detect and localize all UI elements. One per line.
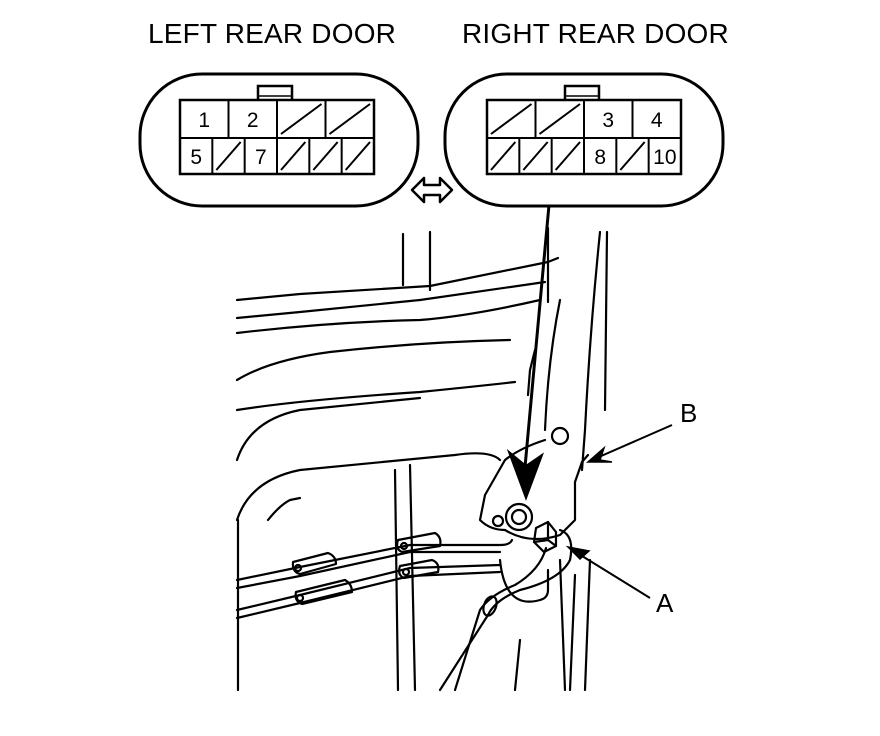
right-connector-pin-4: 4 [651, 109, 663, 132]
left-connector-empty-pin [328, 103, 371, 135]
right-connector-empty-pin [619, 141, 646, 171]
right-connector-empty-pin [490, 141, 517, 171]
callout-a-label: A [656, 588, 674, 618]
double-headed-arrow-icon [410, 176, 454, 204]
callout-a: A [565, 545, 674, 618]
left-connector-pin-5: 5 [190, 146, 202, 169]
door-illustration [235, 226, 609, 692]
connector-pointer-arrow [506, 204, 551, 501]
right-connector-empty-pin [522, 141, 549, 171]
left-connector-empty-pin [280, 141, 307, 171]
left-connector-latch [256, 84, 294, 100]
left-connector-outline [138, 72, 420, 208]
right-connector-pin-10: 10 [653, 146, 676, 169]
left-connector-pin-1: 1 [198, 109, 210, 132]
right-connector-empty-pin [490, 103, 533, 135]
left-rear-door-title: LEFT REAR DOOR [148, 18, 397, 49]
left-connector-empty-pin [215, 141, 242, 171]
left-connector-empty-pin [344, 141, 371, 171]
right-connector-outline [443, 72, 725, 208]
callout-b: B [586, 398, 697, 463]
right-rear-door-title: RIGHT REAR DOOR [462, 18, 729, 49]
connector-pins: 1 2 5 7 3 4 8 10 [190, 100, 677, 174]
callout-b-label: B [680, 398, 697, 428]
right-connector-latch [563, 84, 601, 100]
right-connector-empty-pin [538, 103, 581, 135]
left-connector [138, 72, 420, 208]
left-connector-pin-2: 2 [247, 109, 259, 132]
right-connector-pin-3: 3 [602, 109, 614, 132]
left-connector-empty-pin [312, 141, 339, 171]
left-connector-empty-pin [280, 103, 323, 135]
left-connector-pin-7: 7 [255, 146, 267, 169]
right-connector-pin-8: 8 [594, 146, 606, 169]
right-connector-empty-pin [554, 141, 581, 171]
